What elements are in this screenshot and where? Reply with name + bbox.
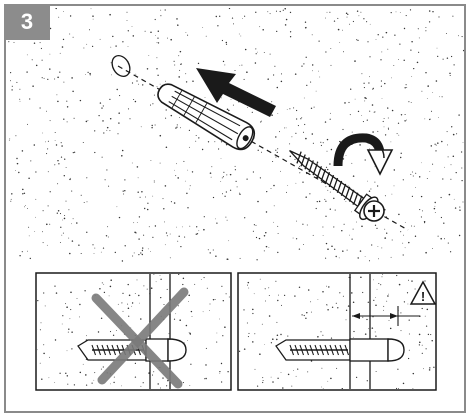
warning-triangle-icon: ! bbox=[409, 280, 437, 305]
warning-symbol: ! bbox=[421, 289, 425, 304]
wall-plug bbox=[157, 83, 256, 151]
cross-mark-icon bbox=[91, 287, 189, 389]
rotate-clockwise-icon bbox=[333, 133, 394, 176]
drill-hole bbox=[111, 55, 131, 77]
correct-installation-panel: ! bbox=[237, 272, 437, 391]
wall-texture bbox=[8, 8, 464, 262]
arrow-left-icon bbox=[196, 68, 276, 117]
step-number-badge: 3 bbox=[4, 4, 50, 40]
screw-head-cross bbox=[363, 200, 385, 222]
incorrect-installation-panel bbox=[35, 272, 232, 391]
